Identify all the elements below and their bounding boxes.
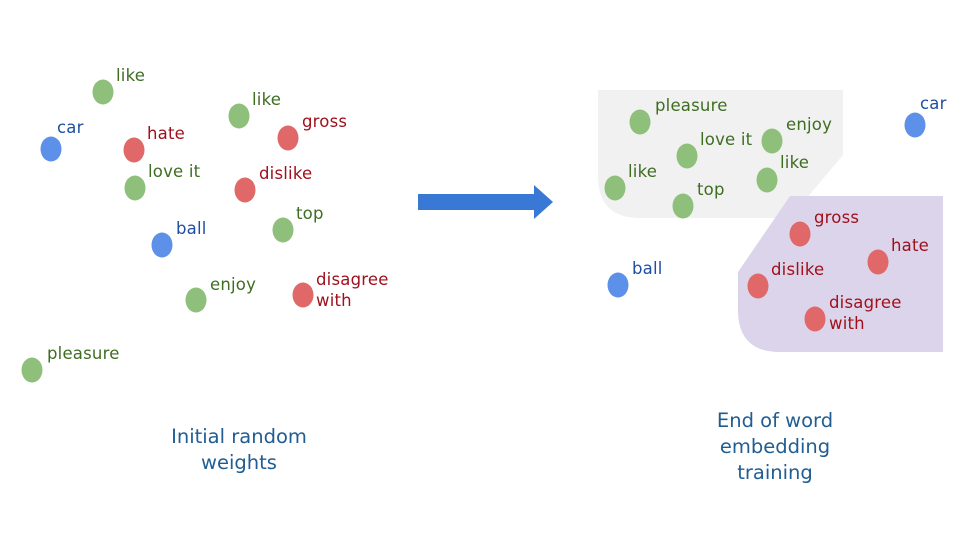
word-label: pleasure xyxy=(655,96,728,115)
right-caption: End of word embedding training xyxy=(645,408,905,486)
point-dot xyxy=(604,175,626,201)
point-dot xyxy=(92,79,114,105)
point-dot xyxy=(747,273,769,299)
word-label: enjoy xyxy=(786,115,833,134)
caption-line: Initial random xyxy=(171,425,307,448)
point-dot xyxy=(804,306,826,332)
word-label: enjoy xyxy=(210,275,257,294)
word-label: like xyxy=(628,162,658,181)
word-label: gross xyxy=(814,208,860,227)
left-caption: Initial random weights xyxy=(109,424,369,476)
point-dot xyxy=(756,167,778,193)
point-dot xyxy=(789,221,811,247)
word-label: love it xyxy=(148,162,201,181)
word-label: hate xyxy=(891,236,929,255)
word-label: ball xyxy=(176,219,207,238)
point-dot xyxy=(40,136,62,162)
caption-line: End of word xyxy=(716,409,834,432)
word-label: dislike xyxy=(259,164,313,183)
word-label: gross xyxy=(302,112,348,131)
point-dot xyxy=(277,125,299,151)
point-dot xyxy=(672,193,694,219)
point-dot xyxy=(629,109,651,135)
positive-cluster-region xyxy=(598,90,843,218)
word-label: top xyxy=(697,180,725,199)
negative-cluster-region xyxy=(738,196,943,352)
caption-line: training xyxy=(737,461,813,484)
point-dot xyxy=(185,287,207,313)
word-label: like xyxy=(252,90,282,109)
point-dot xyxy=(272,217,294,243)
point-dot xyxy=(761,128,783,154)
word-label: disagree with xyxy=(829,293,902,333)
point-dot xyxy=(234,177,256,203)
word-label: ball xyxy=(632,259,663,278)
point-dot xyxy=(904,112,926,138)
point-dot xyxy=(292,282,314,308)
point-dot xyxy=(151,232,173,258)
point-dot xyxy=(124,175,146,201)
point-dot xyxy=(676,143,698,169)
caption-line: embedding xyxy=(719,435,831,458)
word-label: car xyxy=(920,94,947,113)
point-dot xyxy=(21,357,43,383)
word-label: pleasure xyxy=(47,344,120,363)
point-dot xyxy=(123,137,145,163)
caption-line: weights xyxy=(201,451,277,474)
word-label: like xyxy=(780,153,810,172)
word-label: top xyxy=(296,204,324,223)
point-dot xyxy=(607,272,629,298)
word-label: disagree with xyxy=(316,270,389,310)
word-label: dislike xyxy=(771,260,825,279)
word-label: car xyxy=(57,118,84,137)
point-dot xyxy=(867,249,889,275)
right-arrow-icon xyxy=(418,185,553,219)
word-label: love it xyxy=(700,130,753,149)
word-label: hate xyxy=(147,124,185,143)
word-label: like xyxy=(116,66,146,85)
point-dot xyxy=(228,103,250,129)
